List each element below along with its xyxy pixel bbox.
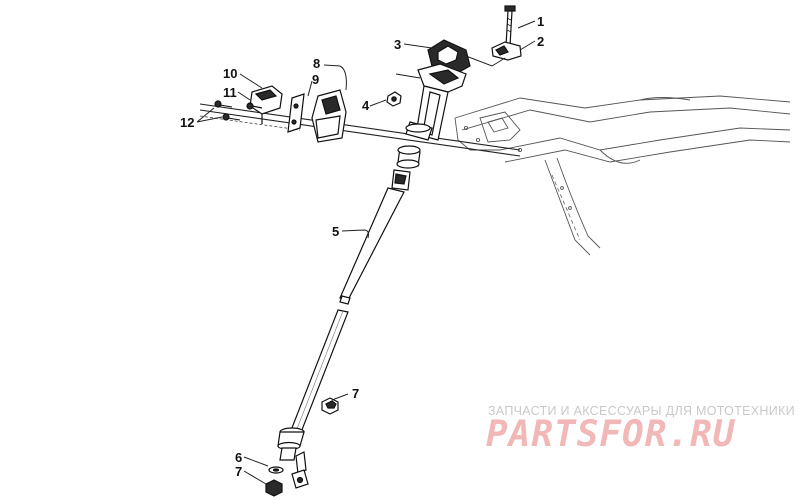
nut-part	[386, 91, 402, 107]
callout-10: 10	[223, 66, 237, 81]
callout-12: 12	[180, 115, 194, 130]
watermark-tagline: ЗАПЧАСТИ И АКСЕССУАРЫ ДЛЯ МОТОТЕХНИКИ	[488, 404, 795, 418]
callout-11: 11	[223, 85, 237, 100]
upper-nut-part	[321, 397, 339, 415]
plate-part	[287, 93, 305, 133]
callout-8: 8	[313, 56, 320, 71]
bolt-part	[504, 5, 516, 47]
callout-2: 2	[537, 34, 544, 49]
screw-part	[246, 102, 263, 110]
callout-7-upper: 7	[352, 386, 359, 401]
steering-shaft-part	[287, 145, 421, 441]
vehicle-frame	[454, 95, 791, 256]
steering-arm-part	[291, 451, 309, 489]
callout-6: 6	[235, 450, 242, 465]
washer-part	[268, 466, 284, 474]
callout-5: 5	[332, 224, 339, 239]
small-screws-part	[214, 100, 241, 121]
callout-4: 4	[362, 98, 370, 113]
watermark-logo: PARTSFOR.RU	[486, 414, 736, 455]
mounting-rod	[199, 103, 521, 157]
leader-lines	[196, 20, 536, 485]
bracket-part	[311, 89, 347, 143]
callout-1: 1	[537, 14, 544, 29]
steering-support-part	[405, 63, 467, 141]
callout-7-lower: 7	[235, 464, 242, 479]
clamp-cap-part	[491, 41, 522, 61]
callout-3: 3	[394, 37, 401, 52]
lower-coupling-part	[277, 427, 305, 461]
lower-nut-part	[265, 479, 283, 497]
callout-9: 9	[312, 72, 319, 87]
callout-labels: 1 2 3 4 5 6 7 7 8 9 10 11 12	[180, 14, 544, 479]
